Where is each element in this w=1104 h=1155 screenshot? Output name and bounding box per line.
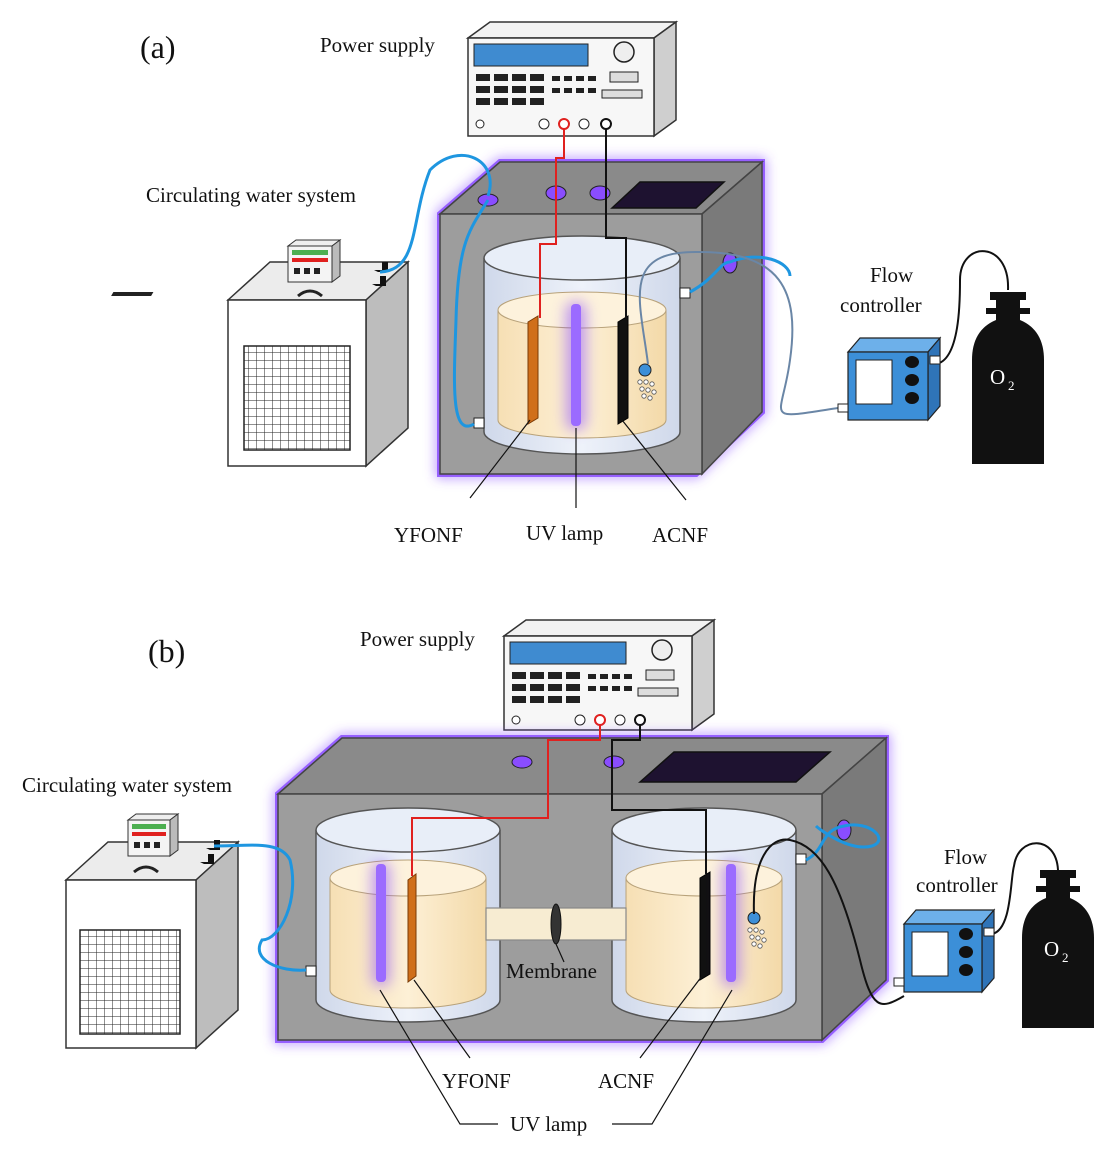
panel-b-acnf-electrode [699, 871, 711, 981]
panel-b-uv-bracket-right [612, 989, 733, 1125]
panel-b-reactor-box [275, 735, 889, 1043]
panel-a-acnf-electrode [617, 315, 629, 425]
panel-b-yfonf-label: YFONF [442, 1069, 511, 1093]
panel-b: (b) Power supply Circulating water syste… [22, 618, 1094, 1136]
panel-a-o2-subscript: 2 [1008, 378, 1015, 393]
panel-b-black-terminal [634, 714, 646, 726]
panel-b-uv-bracket-left [379, 989, 498, 1125]
panel-a-chiller-grill [243, 345, 351, 451]
panel-b-lid-window [638, 751, 832, 783]
panel-b-uv-lamp-left [376, 864, 386, 982]
panel-a-yfonf-electrode [527, 315, 539, 425]
panel-b-power-supply [501, 618, 717, 732]
panel-a-reactor-box [437, 159, 765, 477]
panel-b-circulating-label: Circulating water system [22, 773, 232, 797]
panel-b-cylinder-body [1022, 898, 1094, 1028]
panel-b-membrane [550, 903, 562, 945]
panel-a-o2-cylinder: O 2 [972, 292, 1044, 464]
panel-b-red-wire [411, 724, 601, 876]
panel-b-flow-controller [893, 908, 996, 994]
panel-b-red-terminal [594, 714, 606, 726]
panel-a-yfonf-label: YFONF [394, 523, 463, 547]
panel-b-yfonf-electrode [407, 873, 417, 983]
panel-a-uv-lamp-label: UV lamp [526, 521, 603, 545]
panel-b-o2-subscript: 2 [1062, 950, 1069, 965]
panel-a-black-terminal [600, 118, 612, 130]
panel-b-label: (b) [148, 633, 185, 669]
panel-b-water-tube [213, 843, 307, 972]
panel-b-uv-lamp-right [726, 864, 736, 982]
panel-a-flow-label-1: Flow [870, 263, 914, 287]
panel-a-knob-icon [613, 41, 635, 63]
panel-a-red-wire [539, 128, 565, 318]
panel-b-membrane-label: Membrane [506, 959, 597, 983]
panel-b-power-supply-label: Power supply [360, 627, 475, 651]
panel-a-cylinder-body [972, 320, 1044, 464]
panel-b-knob-icon [651, 639, 673, 661]
panel-a-flow-label-2: controller [840, 293, 922, 317]
panel-a-circulating-water-system [111, 239, 410, 468]
panel-b-lcd-display [509, 641, 627, 665]
panel-b-flow-label-2: controller [916, 873, 998, 897]
panel-a-power-supply-label: Power supply [320, 33, 435, 57]
panel-a-lid-window [610, 181, 726, 209]
panel-a-uv-lamp [571, 304, 581, 426]
panel-b-acnf-label: ACNF [598, 1069, 654, 1093]
panel-a-gas-line [638, 250, 839, 416]
panel-b-o2-label: O [1044, 937, 1059, 961]
panel-b-flow-label-1: Flow [944, 845, 988, 869]
panel-a-red-terminal [558, 118, 570, 130]
panel-b-uv-lamp-label: UV lamp [510, 1112, 587, 1136]
panel-b-gas-line [752, 838, 905, 1005]
panel-a-circulating-label: Circulating water system [146, 183, 356, 207]
panel-a-acnf-label: ACNF [652, 523, 708, 547]
panel-b-black-wire [611, 724, 707, 874]
panel-b-o2-cylinder: O 2 [1022, 870, 1094, 1028]
panel-a: (a) Power supply Circulating water syste… [111, 20, 1044, 547]
panel-a-water-tube [379, 153, 492, 274]
panel-a-power-supply [465, 20, 679, 138]
panel-b-chiller-grill [79, 929, 181, 1035]
panel-a-lcd-display [473, 43, 589, 67]
panel-a-label: (a) [140, 29, 176, 65]
panel-a-flow-controller [837, 336, 942, 422]
panel-a-o2-label: O [990, 365, 1005, 389]
panel-b-circulating-water-system [64, 813, 240, 1050]
panel-a-black-wire [605, 128, 627, 318]
